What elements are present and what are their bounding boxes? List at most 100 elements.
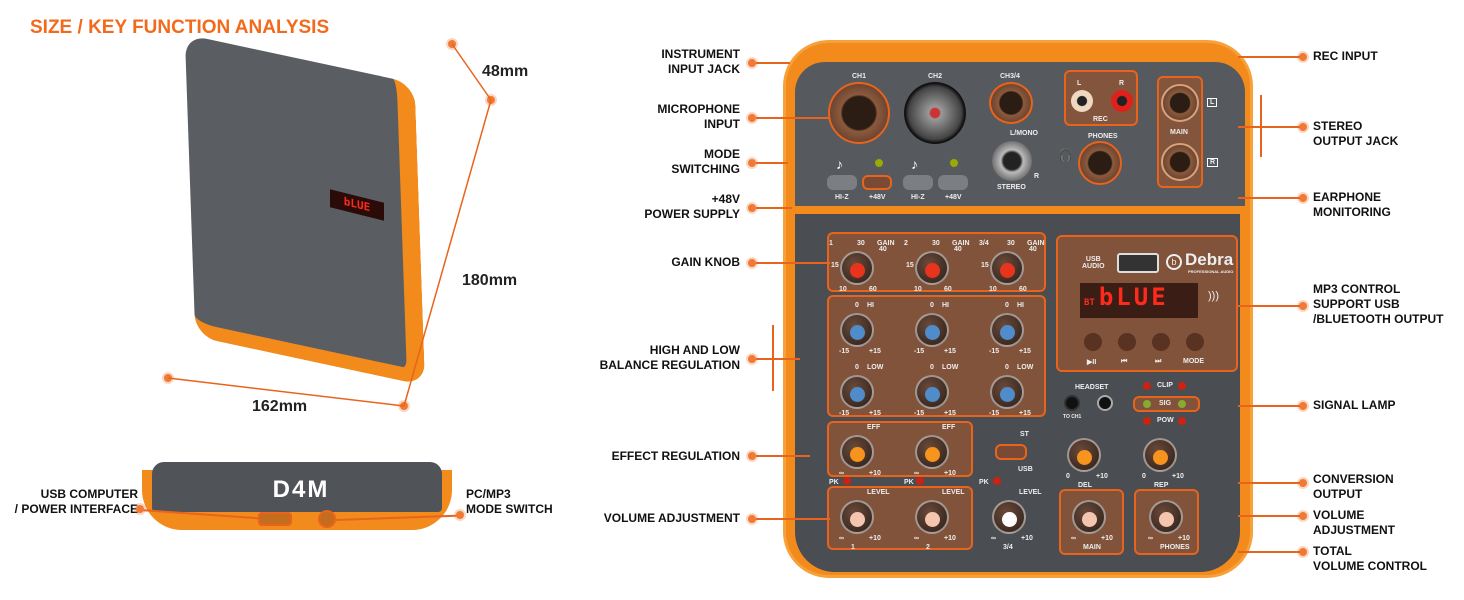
out-l-label: L [1207,98,1218,107]
callout-dot [748,452,756,460]
callout-label-left: HIGH AND LOW BALANCE REGULATION [599,343,740,372]
conversion-switch[interactable] [995,444,1027,460]
scale-mark: 0 [1005,302,1009,309]
scale-min: ∞ [1148,535,1153,542]
scale-min: -15 [914,348,925,355]
main-l-jack[interactable] [1161,84,1199,122]
callout-label-right: TOTAL VOLUME CONTROL [1313,544,1427,573]
callout-label-left: +48V POWER SUPPLY [644,192,740,221]
pk-label: PK [979,479,989,486]
scale-mark: 30 [932,240,940,247]
phones-volume-knob[interactable] [1149,500,1183,534]
callout-line [756,455,810,457]
phantom-led [875,159,883,167]
knob-title: LOW [942,364,959,371]
mp3-button[interactable] [1118,333,1136,351]
pk-led [916,477,924,485]
main-label: MAIN [1170,129,1188,136]
rec-l-rca[interactable] [1071,90,1093,112]
mic-jack[interactable] [1064,395,1080,411]
callout-label-left: EFFECT REGULATION [611,449,740,463]
pow-led [1143,417,1151,425]
low-34-knob[interactable] [990,375,1024,409]
usb-port-icon[interactable] [1117,253,1159,273]
ch2-xlr-jack[interactable] [904,82,966,144]
gain-2-knob[interactable] [915,251,949,285]
rep-knob[interactable] [1143,438,1177,472]
channel-number: 1 [829,240,833,247]
bluetooth-signal-icon: ))) [1208,290,1219,302]
low-2-knob[interactable] [915,375,949,409]
main-volume-knob[interactable] [1072,500,1106,534]
level-2-knob[interactable] [915,500,949,534]
level-1-knob[interactable] [840,500,874,534]
low-1-knob[interactable] [840,375,874,409]
scale-mark: 15 [981,262,989,269]
knob-cap [1000,263,1015,278]
sig-led [1178,400,1186,408]
mp3-button[interactable] [1084,333,1102,351]
knob-label: DEL [1078,482,1092,489]
knob-label: 2 [926,544,930,551]
scale-min: -15 [989,348,1000,355]
callout-label-left: MICROPHONE INPUT [657,102,740,131]
clip-led [1178,382,1186,390]
callout-label-right: STEREO OUTPUT JACK [1313,119,1399,148]
mp3-button-label: ⏭ [1155,358,1162,365]
callout-line [756,207,792,209]
callout-line [756,62,790,64]
knob-title: LOW [867,364,884,371]
gain-1-knob[interactable] [840,251,874,285]
hiz-button-1[interactable] [827,175,857,190]
hi-1-knob[interactable] [840,313,874,347]
guitar-icon: ♪ [911,156,918,172]
stereo-jack[interactable] [992,141,1032,181]
scale-min: ∞ [914,535,919,542]
level-34-knob[interactable] [992,500,1026,534]
usb-audio-label: USB AUDIO [1082,256,1105,270]
scale-mark: 40 [879,246,887,253]
ch34-input-jack[interactable] [989,82,1033,124]
knob-cap [925,512,940,527]
scale-mark: 30 [1007,240,1015,247]
scale-max: +10 [1178,535,1190,542]
scale-mark: 30 [857,240,865,247]
mp3-button[interactable] [1152,333,1170,351]
callout-dot [1299,123,1307,131]
callout-label-right: VOLUME ADJUSTMENT [1313,508,1396,537]
scale-min: -15 [989,410,1000,417]
pk-led [843,477,851,485]
knob-cap [925,387,940,402]
sig-label: SIG [1159,400,1172,407]
phones-jack[interactable] [1078,141,1122,185]
rec-r-rca[interactable] [1111,90,1133,112]
hiz-button-2[interactable] [903,175,933,190]
headset-jack[interactable] [1097,395,1113,411]
eff-2-knob[interactable] [915,435,949,469]
knob-title: GAIN [952,240,970,247]
phantom-button-1[interactable] [862,175,892,190]
callout-dot [136,505,144,513]
callout-dot [1299,479,1307,487]
hi-2-knob[interactable] [915,313,949,347]
eff-1-knob[interactable] [840,435,874,469]
ch1-combo-jack[interactable] [828,82,890,144]
main-r-jack[interactable] [1161,143,1199,181]
knob-cap [1000,325,1015,340]
del-knob[interactable] [1067,438,1101,472]
scale-min: 0 [1066,473,1070,480]
knob-title: LOW [1017,364,1034,371]
scale-min: -15 [914,410,925,417]
scale-max: +10 [869,470,881,477]
mp3-button[interactable] [1186,333,1204,351]
knob-cap [850,512,865,527]
callout-label-left: VOLUME ADJUSTMENT [603,511,740,525]
scale-mark: 0 [1005,364,1009,371]
hi-34-knob[interactable] [990,313,1024,347]
phantom-button-2[interactable] [938,175,968,190]
eq-bracket [772,325,774,391]
hiz-label: HI-Z [911,194,925,201]
mp3-button-label: ▶II [1087,359,1097,366]
rec-l: L [1077,80,1082,87]
gain-34-knob[interactable] [990,251,1024,285]
